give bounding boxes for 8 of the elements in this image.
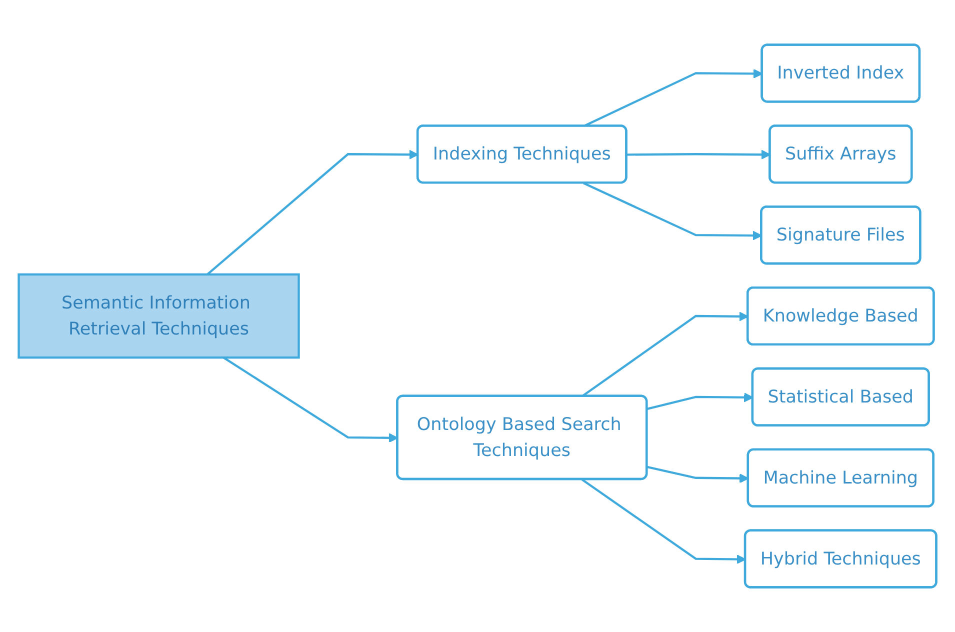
- node-box: Semantic Information Retrieval Techniques: [18, 273, 300, 359]
- arrow: [626, 150, 771, 160]
- arrow: [583, 182, 762, 240]
- arrow: [646, 392, 754, 410]
- arrow: [206, 150, 419, 276]
- arrow: [222, 356, 398, 443]
- arrow: [646, 466, 749, 484]
- arrow: [581, 478, 746, 564]
